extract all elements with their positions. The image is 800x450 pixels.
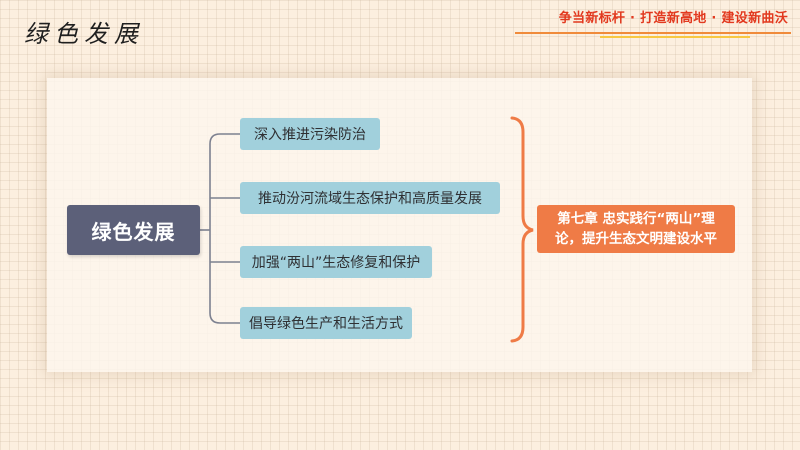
branch-node-2: 推动汾河流域生态保护和高质量发展 — [240, 182, 500, 214]
slogan-underline-yellow — [600, 36, 750, 38]
branch-node-1: 深入推进污染防治 — [240, 118, 380, 150]
conclusion-node: 第七章 忠实践行“两山”理 论，提升生态文明建设水平 — [537, 205, 735, 253]
branch-node-3: 加强“两山”生态修复和保护 — [240, 246, 432, 278]
conclusion-line-1: 第七章 忠实践行“两山”理 — [557, 211, 715, 227]
page-title: 绿色发展 — [24, 20, 144, 48]
conclusion-line-2: 论，提升生态文明建设水平 — [555, 231, 717, 247]
root-node: 绿色发展 — [67, 205, 200, 255]
branch-node-4: 倡导绿色生产和生活方式 — [240, 307, 412, 339]
slogan-underline-orange — [515, 32, 791, 34]
slogan-text: 争当新标杆 · 打造新高地 · 建设新曲沃 — [558, 11, 788, 26]
